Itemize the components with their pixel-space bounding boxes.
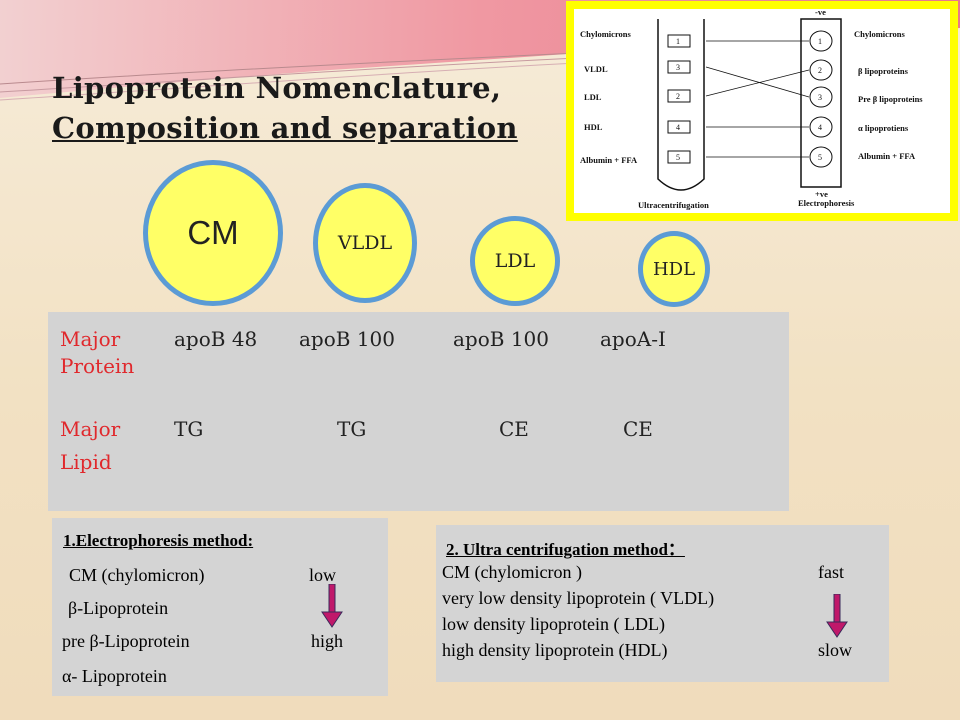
cm-circle: CM — [143, 160, 283, 306]
lipid-label-2: Lipid — [60, 450, 112, 474]
lipid-cm: TG — [174, 417, 204, 441]
lipid-hdl: CE — [623, 417, 653, 441]
electro-high-label: high — [311, 631, 344, 651]
title-line-1: Lipoprotein Nomenclature, — [52, 71, 502, 105]
protein-label-1: Major — [60, 327, 121, 351]
electro-row-alpha: α- Lipoprotein — [62, 666, 167, 686]
ultra-row-ldl: low density lipoprotein ( LDL) — [442, 614, 665, 634]
electrophoresis-heading: 1.Electrophoresis method: — [63, 531, 254, 550]
inset-right-label: Chylomicrons — [854, 29, 906, 39]
page-title: Lipoprotein Nomenclature, Composition an… — [52, 68, 518, 148]
inset-left-number: 1 — [676, 37, 680, 46]
protein-hdl: apoA-I — [600, 327, 666, 351]
lipid-label-1: Major — [60, 417, 121, 441]
inset-left-number: 3 — [676, 63, 680, 72]
electrophoresis-strip-shape — [800, 18, 842, 188]
electro-row-beta: β-Lipoprotein — [68, 598, 169, 618]
inset-right-number: 5 — [818, 153, 822, 162]
inset-left-number: 4 — [676, 123, 680, 132]
protein-vldl: apoB 100 — [299, 327, 395, 351]
ldl-circle: LDL — [470, 216, 560, 306]
inset-left-label: LDL — [584, 92, 602, 102]
ultracentrifuge-tube-shape — [657, 19, 705, 191]
hdl-circle: HDL — [638, 231, 710, 307]
inset-right-number: 1 — [818, 37, 822, 46]
protein-cm: apoB 48 — [174, 327, 258, 351]
inset-right-label: Albumin + FFA — [858, 151, 916, 161]
vldl-circle: VLDL — [313, 183, 417, 303]
electro-low-label: low — [309, 565, 336, 585]
inset-positive-label: +ve — [815, 189, 828, 199]
inset-left-label: Albumin + FFA — [580, 155, 638, 165]
inset-negative-label: -ve — [815, 7, 826, 17]
title-line-2: Composition and separation — [52, 111, 518, 145]
ultra-row-vldl: very low density lipoprotein ( VLDL) — [442, 588, 715, 608]
down-arrow-icon — [321, 584, 343, 628]
inset-right-number: 2 — [818, 66, 822, 75]
lipid-vldl: TG — [337, 417, 367, 441]
inset-left-label: HDL — [584, 122, 603, 132]
inset-caption-right: Electrophoresis — [798, 198, 855, 208]
composition-panel: Major Protein apoB 48 apoB 100 apoB 100 … — [48, 312, 789, 511]
inset-caption-left: Ultracentrifugation — [638, 200, 709, 210]
down-arrow-icon — [826, 594, 848, 638]
lipid-ldl: CE — [499, 417, 529, 441]
separation-diagram: Chylomicrons VLDL LDL HDL Albumin + FFA … — [580, 7, 923, 210]
inset-left-number: 5 — [676, 153, 680, 162]
separation-diagram-inset: Chylomicrons VLDL LDL HDL Albumin + FFA … — [566, 1, 958, 221]
inset-left-number: 2 — [676, 92, 680, 101]
inset-right-label: α lipoprotiens — [858, 123, 909, 133]
inset-left-label: Chylomicrons — [580, 29, 632, 39]
inset-background — [574, 9, 950, 213]
inset-right-number: 3 — [818, 93, 822, 102]
ultracentrifugation-box: 2. Ultra centrifugation method： CM (chyl… — [436, 525, 889, 682]
electro-row-cm: CM (chylomicron) — [69, 565, 205, 585]
protein-label-2: Protein — [60, 354, 135, 378]
ultra-heading: 2. Ultra centrifugation method： — [446, 540, 685, 559]
electrophoresis-box: 1.Electrophoresis method: CM (chylomicro… — [52, 518, 388, 696]
ultra-fast-label: fast — [818, 562, 844, 582]
inset-left-label: VLDL — [584, 64, 608, 74]
ultra-row-hdl: high density lipoprotein (HDL) — [442, 640, 668, 660]
protein-ldl: apoB 100 — [453, 327, 549, 351]
inset-right-number: 4 — [818, 123, 822, 132]
inset-right-label: β lipoproteins — [858, 66, 909, 76]
ultra-row-cm: CM (chylomicron ) — [442, 562, 582, 582]
electro-row-prebeta: pre β-Lipoprotein — [62, 631, 190, 651]
ultra-slow-label: slow — [818, 640, 853, 660]
inset-right-label: Pre β lipoproteins — [858, 94, 923, 104]
